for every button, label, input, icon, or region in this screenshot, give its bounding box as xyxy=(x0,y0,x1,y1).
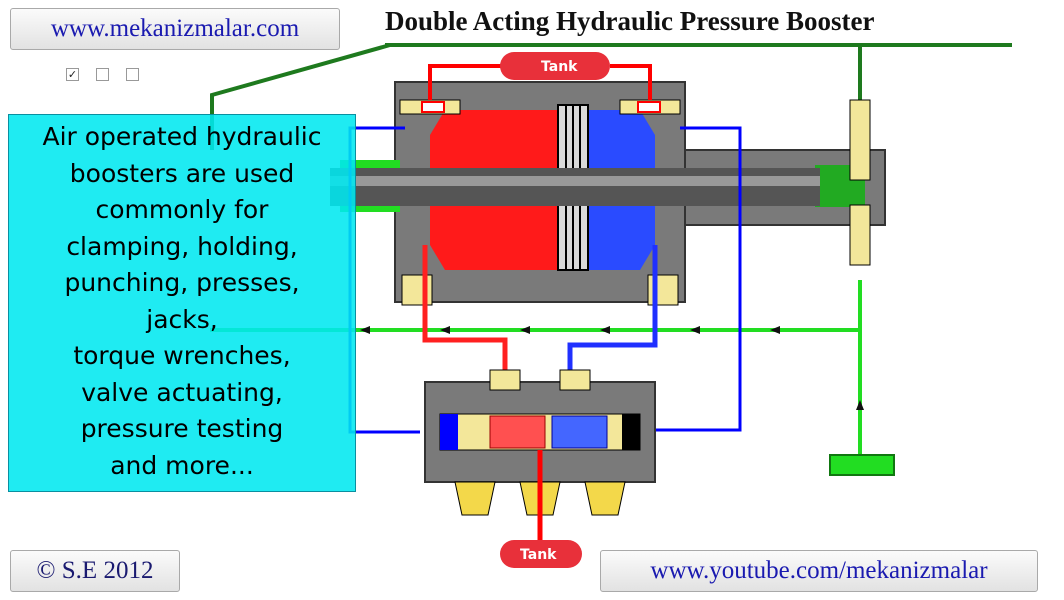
info-line: and more... xyxy=(110,450,254,480)
tank-top-label: Tank xyxy=(541,59,578,75)
info-line: commonly for xyxy=(95,195,269,224)
info-panel: Air operated hydraulic boosters are used… xyxy=(8,114,356,492)
youtube-link-button[interactable]: www.youtube.com/mekanizmalar xyxy=(600,550,1038,592)
air-supply-line xyxy=(858,43,1012,100)
info-line: valve actuating, xyxy=(81,377,283,407)
spool-blue xyxy=(551,415,608,449)
page-title: Double Acting Hydraulic Pressure Booster xyxy=(385,6,875,36)
info-line: torque wrenches, xyxy=(73,341,291,370)
tank-line-top-left xyxy=(428,64,510,100)
tank-bottom xyxy=(500,540,582,568)
return-line-b xyxy=(650,126,742,432)
oil-reservoir xyxy=(829,454,895,476)
checkbox-1[interactable]: ✓ xyxy=(66,68,79,81)
spool-red xyxy=(489,415,546,449)
plunger-rod xyxy=(330,168,820,206)
info-line: boosters are used xyxy=(69,158,295,188)
website-link-button[interactable]: www.mekanizmalar.com xyxy=(10,8,340,50)
copyright-button[interactable]: © S.E 2012 xyxy=(10,550,180,592)
tank-top xyxy=(500,52,610,80)
info-line: clamping, holding, xyxy=(66,231,298,261)
checkbox-3[interactable] xyxy=(126,68,139,81)
info-line: punching, presses, xyxy=(64,268,300,297)
info-line: jacks, xyxy=(146,304,218,334)
tank-line-top-right xyxy=(610,64,652,100)
checkbox-2[interactable] xyxy=(96,68,109,81)
info-line: Air operated hydraulic xyxy=(42,122,322,151)
flow-arrows xyxy=(360,326,864,410)
info-line: pressure testing xyxy=(80,414,284,443)
tank-bottom-label: Tank xyxy=(520,547,557,563)
